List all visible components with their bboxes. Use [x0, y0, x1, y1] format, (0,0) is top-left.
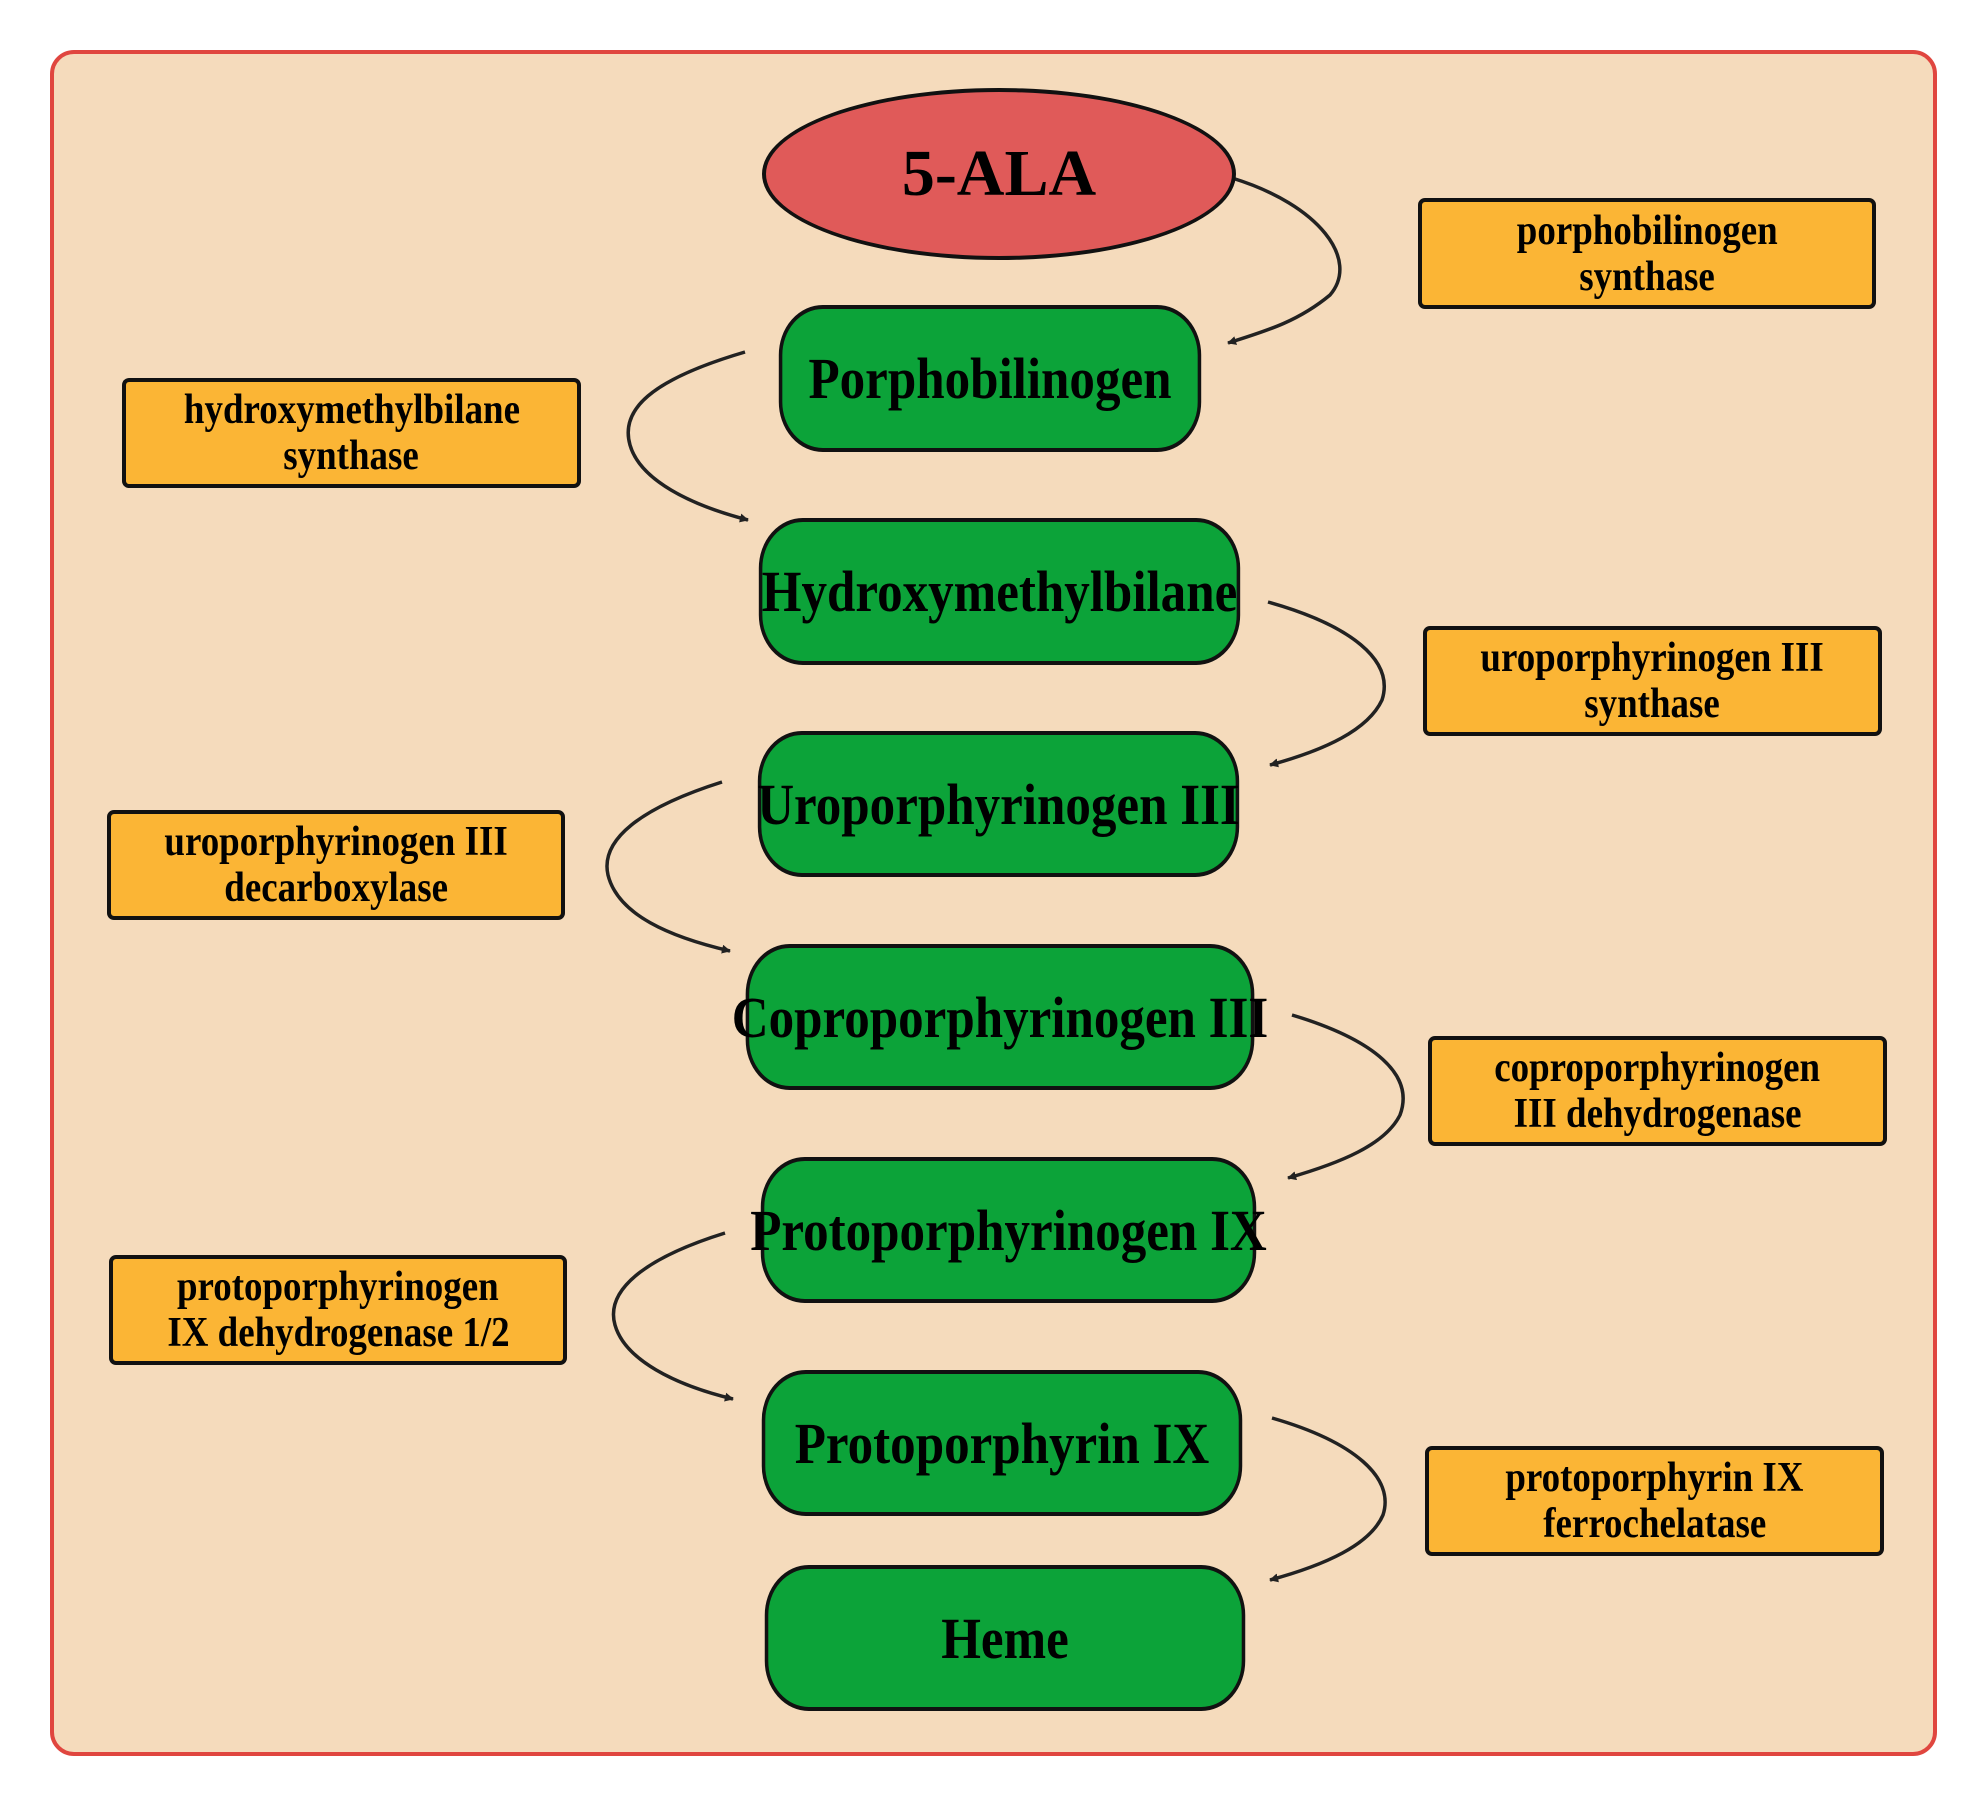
metabolite-protoporphyrinogen-ix: Protoporphyrinogen IX [750, 1157, 1267, 1303]
enzyme-label-line2: synthase [283, 433, 420, 479]
metabolite-porphobilinogen: Porphobilinogen [778, 305, 1202, 452]
enzyme-label-line2: ferrochelatase [1542, 1501, 1767, 1547]
metabolite-label: Uroporphyrinogen III [757, 771, 1240, 837]
enzyme-uroporphyrinogen-iii-synthase: uroporphyrinogen III synthase [1423, 626, 1882, 736]
enzyme-label-line1: porphobilinogen [1516, 207, 1778, 254]
enzyme-hydroxymethylbilane-synthase: hydroxymethylbilane synthase [122, 378, 581, 488]
metabolite-uroporphyrinogen-iii: Uroporphyrinogen III [757, 731, 1240, 877]
enzyme-label-line2: decarboxylase [224, 865, 448, 911]
enzyme-label-line2: synthase [1584, 681, 1721, 727]
enzyme-protoporphyrinogen-ix-dehydrogenase: protoporphyrinogen IX dehydrogenase 1/2 [109, 1255, 567, 1365]
metabolite-label: Protoporphyrin IX [794, 1410, 1210, 1476]
enzyme-label-line1: uroporphyrinogen III [1480, 635, 1825, 681]
metabolite-protoporphyrin-ix: Protoporphyrin IX [761, 1370, 1243, 1516]
metabolite-label: Hydroxymethylbilane [761, 559, 1238, 624]
enzyme-uroporphyrinogen-iii-decarboxylase: uroporphyrinogen III decarboxylase [107, 810, 565, 920]
start-node-label: 5-ALA [901, 137, 1097, 210]
enzyme-label-line1: uroporphyrinogen III [164, 819, 508, 865]
metabolite-hydroxymethylbilane: Hydroxymethylbilane [758, 518, 1241, 665]
metabolite-heme: Heme [764, 1565, 1246, 1711]
enzyme-label-line1: protoporphyrin IX [1505, 1455, 1804, 1501]
enzyme-label-line2: III dehydrogenase [1513, 1091, 1802, 1137]
enzyme-label-line1: coproporphyrinogen [1494, 1045, 1821, 1091]
metabolite-label: Coproporphyrinogen III [731, 984, 1269, 1050]
metabolite-label: Protoporphyrinogen IX [750, 1197, 1267, 1263]
enzyme-label-line2: synthase [1579, 253, 1715, 300]
start-node-5-ala: 5-ALA [762, 88, 1236, 260]
metabolite-coproporphyrinogen-iii: Coproporphyrinogen III [732, 944, 1268, 1090]
enzyme-label-line1: protoporphyrinogen [177, 1264, 499, 1310]
enzyme-label-line2: IX dehydrogenase 1/2 [166, 1310, 510, 1356]
enzyme-label-line1: hydroxymethylbilane [183, 387, 520, 433]
enzyme-coproporphyrinogen-iii-dehydrogenase: coproporphyrinogen III dehydrogenase [1428, 1036, 1887, 1146]
enzyme-protoporphyrin-ix-ferrochelatase: protoporphyrin IX ferrochelatase [1425, 1446, 1884, 1556]
metabolite-label: Heme [941, 1605, 1069, 1671]
enzyme-porphobilinogen-synthase: porphobilinogen synthase [1418, 198, 1876, 309]
metabolite-label: Porphobilinogen [808, 346, 1172, 411]
